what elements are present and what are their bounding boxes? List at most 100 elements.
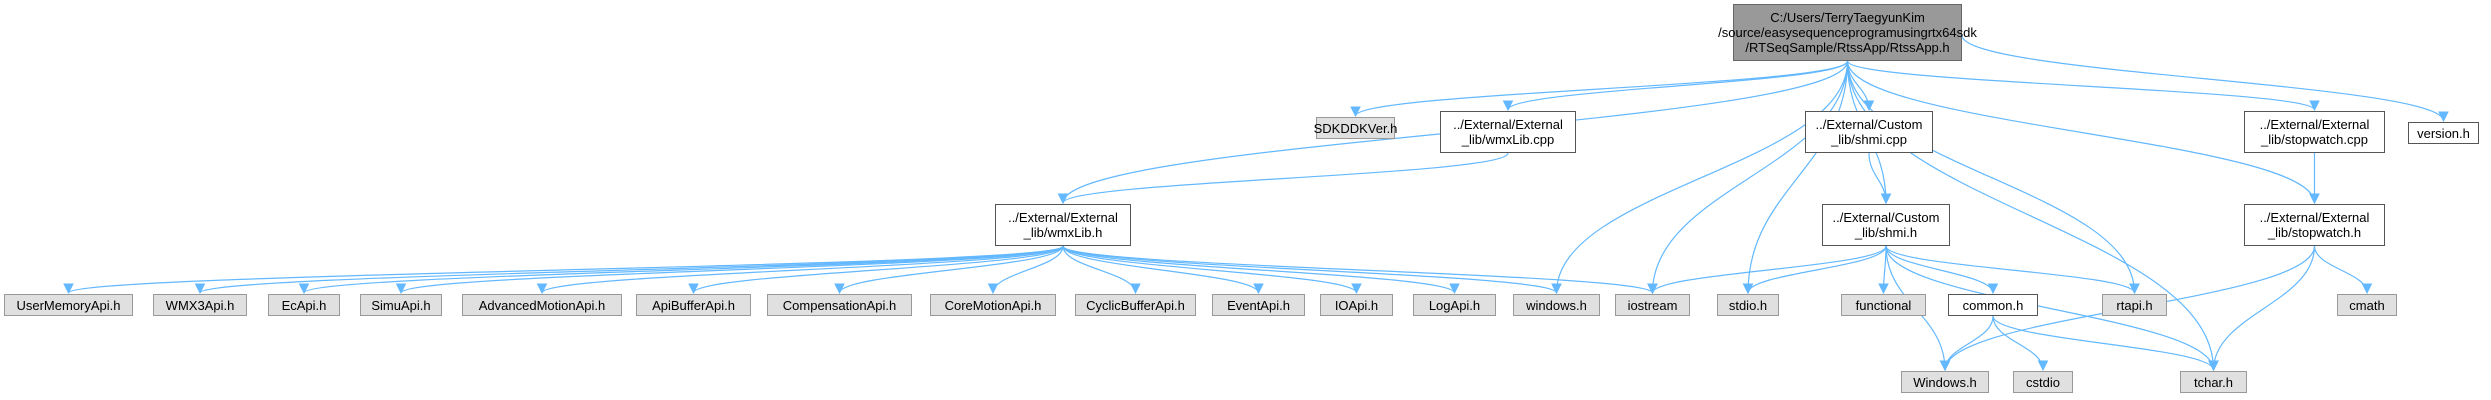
node-label-line: _lib/stopwatch.h bbox=[2267, 225, 2362, 240]
node-label-line: _lib/shmi.h bbox=[1854, 225, 1918, 240]
node-label-line: CoreMotionApi.h bbox=[944, 297, 1042, 313]
node-label-line: iostream bbox=[1627, 297, 1678, 313]
node-label-line: AdvancedMotionApi.h bbox=[478, 297, 606, 313]
node-functional[interactable]: functional bbox=[1841, 294, 1926, 316]
node-label-line: windows.h bbox=[1526, 297, 1587, 313]
edge-shmi_h-to-stdio bbox=[1742, 245, 1887, 295]
node-label: C:/Users/TerryTaegyunKim/source/easysequ… bbox=[1718, 10, 1977, 55]
edge-wmxlib_h-to-windows_lc bbox=[1062, 245, 1562, 295]
edge-wmxlib_h-to-advancedmotionapi bbox=[536, 245, 1064, 295]
node-label-line: stdio.h bbox=[1728, 297, 1768, 313]
edge-wmxlib_cpp-to-wmxlib_h bbox=[1057, 152, 1509, 205]
edge-common-to-cstdio bbox=[1992, 315, 2049, 372]
edge-root-to-version bbox=[1961, 35, 2449, 123]
node-label: SimuApi.h bbox=[371, 298, 430, 313]
node-label-line: ../External/External bbox=[1453, 117, 1563, 132]
edge-root-to-sdkddkver bbox=[1350, 60, 1849, 118]
node-stdio-h[interactable]: stdio.h bbox=[1717, 294, 1779, 316]
node-ecapi-h[interactable]: EcApi.h bbox=[268, 294, 340, 316]
node-shmi-h[interactable]: ../External/Custom_lib/shmi.h bbox=[1822, 204, 1950, 246]
node-compensationapi-h[interactable]: CompensationApi.h bbox=[767, 294, 912, 316]
node-version-h[interactable]: version.h bbox=[2408, 122, 2479, 144]
node-label-line: ../External/Custom bbox=[1815, 117, 1923, 132]
node-wmx3api-h[interactable]: WMX3Api.h bbox=[153, 294, 247, 316]
node-label-line: UserMemoryApi.h bbox=[16, 297, 121, 313]
edge-wmxlib_h-to-compensationapi bbox=[834, 245, 1064, 295]
node-advancedmotionapi-h[interactable]: AdvancedMotionApi.h bbox=[462, 294, 622, 316]
edge-root-to-iostream bbox=[1647, 60, 1849, 295]
node-windows-uppercase-h[interactable]: Windows.h bbox=[1901, 371, 1989, 393]
node-ioapi-h[interactable]: IOApi.h bbox=[1320, 294, 1393, 316]
node-label: cstdio bbox=[2026, 375, 2060, 390]
node-label-line: WMX3Api.h bbox=[165, 297, 235, 313]
node-label-line: ../External/External bbox=[2259, 210, 2370, 225]
edge-stopwatch_h-to-tchar bbox=[2208, 245, 2316, 372]
node-label: ../External/Custom_lib/shmi.cpp bbox=[1816, 117, 1923, 147]
node-label-line: Windows.h bbox=[1913, 374, 1977, 390]
edge-wmxlib_h-to-wmx3api bbox=[195, 245, 1064, 295]
node-label: windows.h bbox=[1526, 298, 1587, 313]
node-stopwatch-h[interactable]: ../External/External_lib/stopwatch.h bbox=[2244, 204, 2385, 246]
node-cyclicbufferapi-h[interactable]: CyclicBufferApi.h bbox=[1075, 294, 1196, 316]
node-label-line: version.h bbox=[2417, 125, 2470, 141]
node-label-line: EventApi.h bbox=[1227, 297, 1290, 313]
node-usermemoryapi-h[interactable]: UserMemoryApi.h bbox=[4, 294, 133, 316]
node-logapi-h[interactable]: LogApi.h bbox=[1413, 294, 1496, 316]
edge-wmxlib_h-to-usermemoryapi bbox=[63, 245, 1064, 295]
node-label-line: C:/Users/TerryTaegyunKim bbox=[1770, 10, 1925, 25]
node-sdkddkver-h[interactable]: SDKDDKVer.h bbox=[1313, 117, 1398, 139]
edge-wmxlib_h-to-simuapi bbox=[395, 245, 1064, 295]
edge-shmi_h-to-tchar bbox=[1885, 245, 2219, 372]
node-cstdio[interactable]: cstdio bbox=[2013, 371, 2073, 393]
node-label-line: EcApi.h bbox=[281, 297, 327, 313]
node-label: UserMemoryApi.h bbox=[16, 298, 120, 313]
node-tchar-h[interactable]: tchar.h bbox=[2180, 371, 2247, 393]
node-label: CyclicBufferApi.h bbox=[1086, 298, 1185, 313]
edge-root-to-stopwatch_cpp bbox=[1846, 60, 2320, 112]
node-wmxlib-h[interactable]: ../External/External_lib/wmxLib.h bbox=[995, 204, 1131, 246]
node-stopwatch-cpp[interactable]: ../External/External_lib/stopwatch.cpp bbox=[2244, 111, 2385, 153]
node-label: WMX3Api.h bbox=[166, 298, 235, 313]
node-label-line: _lib/stopwatch.cpp bbox=[2261, 132, 2368, 147]
node-label-line: cstdio bbox=[2026, 374, 2060, 390]
node-label-line: SDKDDKVer.h bbox=[1313, 120, 1398, 136]
node-label: CoreMotionApi.h bbox=[945, 298, 1042, 313]
node-label: ../External/External_lib/stopwatch.cpp bbox=[2260, 117, 2370, 147]
node-eventapi-h[interactable]: EventApi.h bbox=[1212, 294, 1305, 316]
edge-common-to-tchar bbox=[1992, 315, 2219, 372]
edge-wmxlib_h-to-ioapi bbox=[1062, 245, 1362, 295]
edge-root-to-stdio bbox=[1742, 60, 1849, 295]
node-rtssapp-h-root[interactable]: C:/Users/TerryTaegyunKim/source/easysequ… bbox=[1718, 4, 1977, 61]
node-label: LogApi.h bbox=[1429, 298, 1480, 313]
node-shmi-cpp[interactable]: ../External/Custom_lib/shmi.cpp bbox=[1805, 111, 1933, 153]
node-rtapi-h[interactable]: rtapi.h bbox=[2102, 294, 2167, 316]
node-simuapi-h[interactable]: SimuApi.h bbox=[360, 294, 442, 316]
node-label-line: ../External/Custom bbox=[1832, 210, 1940, 225]
node-iostream[interactable]: iostream bbox=[1615, 294, 1690, 316]
node-label: CompensationApi.h bbox=[783, 298, 896, 313]
node-apibufferapi-h[interactable]: ApiBufferApi.h bbox=[636, 294, 751, 316]
node-windows-lowercase-h[interactable]: windows.h bbox=[1513, 294, 1600, 316]
node-label: ../External/External_lib/wmxLib.h bbox=[1008, 210, 1118, 240]
edge-shmi_h-to-rtapi bbox=[1885, 245, 2140, 295]
node-label: stdio.h bbox=[1729, 298, 1767, 313]
node-label-line: tchar.h bbox=[2193, 374, 2234, 390]
edge-root-to-rtapi bbox=[1846, 60, 2140, 295]
node-wmxlib-cpp[interactable]: ../External/External_lib/wmxLib.cpp bbox=[1440, 111, 1576, 153]
node-cmath[interactable]: cmath bbox=[2337, 294, 2397, 316]
edge-wmxlib_h-to-apibufferapi bbox=[688, 245, 1064, 295]
edge-wmxlib_h-to-cyclicbufferapi bbox=[1062, 245, 1141, 295]
edge-shmi_h-to-common bbox=[1885, 245, 1999, 295]
node-label: rtapi.h bbox=[2116, 298, 2152, 313]
node-label-line: _lib/shmi.cpp bbox=[1831, 132, 1907, 147]
edge-shmi_cpp-to-shmi_h bbox=[1868, 152, 1892, 205]
node-label-line: cmath bbox=[2349, 297, 2385, 313]
node-label: functional bbox=[1856, 298, 1912, 313]
node-label-line: _lib/wmxLib.cpp bbox=[1461, 132, 1555, 147]
node-common-h[interactable]: common.h bbox=[1948, 294, 2038, 316]
edge-shmi_h-to-functional bbox=[1878, 245, 1889, 295]
node-coremotionapi-h[interactable]: CoreMotionApi.h bbox=[930, 294, 1056, 316]
edge-wmxlib_h-to-coremotionapi bbox=[987, 245, 1064, 295]
node-label-line: LogApi.h bbox=[1428, 297, 1481, 313]
